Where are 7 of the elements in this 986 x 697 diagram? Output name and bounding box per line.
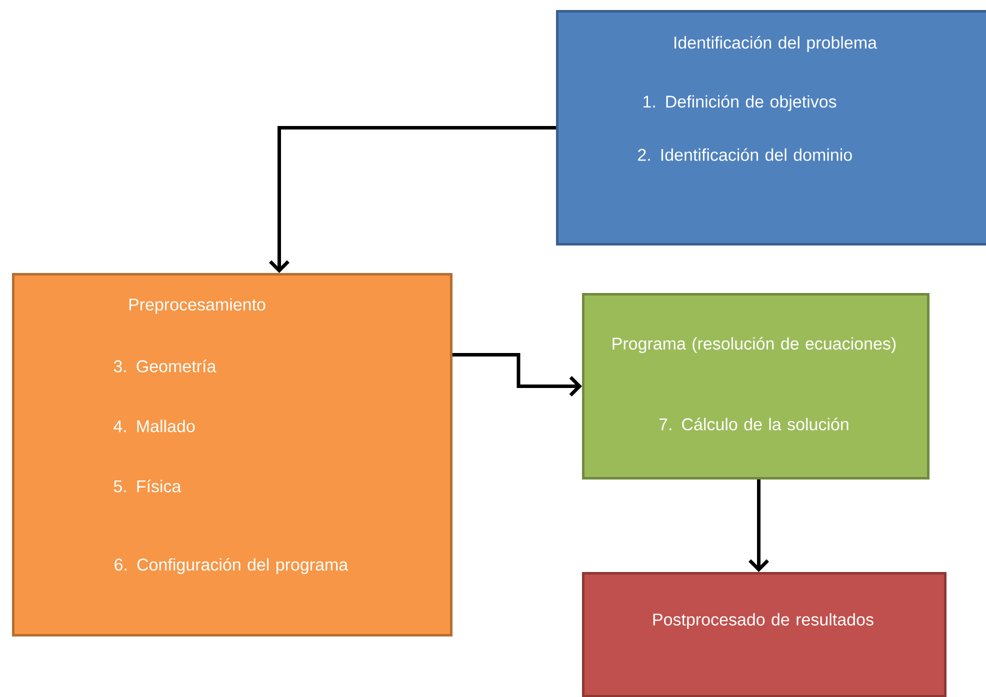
arrow [269,126,556,274]
arrow [452,353,582,396]
process-box: Identificación del problema 1. Definición de objetivos 2. Identificación del dominio [556,10,986,246]
process-box: Postprocesado de resultados [582,572,946,697]
process-box: Preprocesamiento 3. Geometría 4. Mallado 5. Física 6. Configuración del programa [12,273,452,636]
process-box: Programa (resolución de ecuaciones) 7. Cálculo de la solución [582,293,930,480]
arrow [748,480,769,572]
